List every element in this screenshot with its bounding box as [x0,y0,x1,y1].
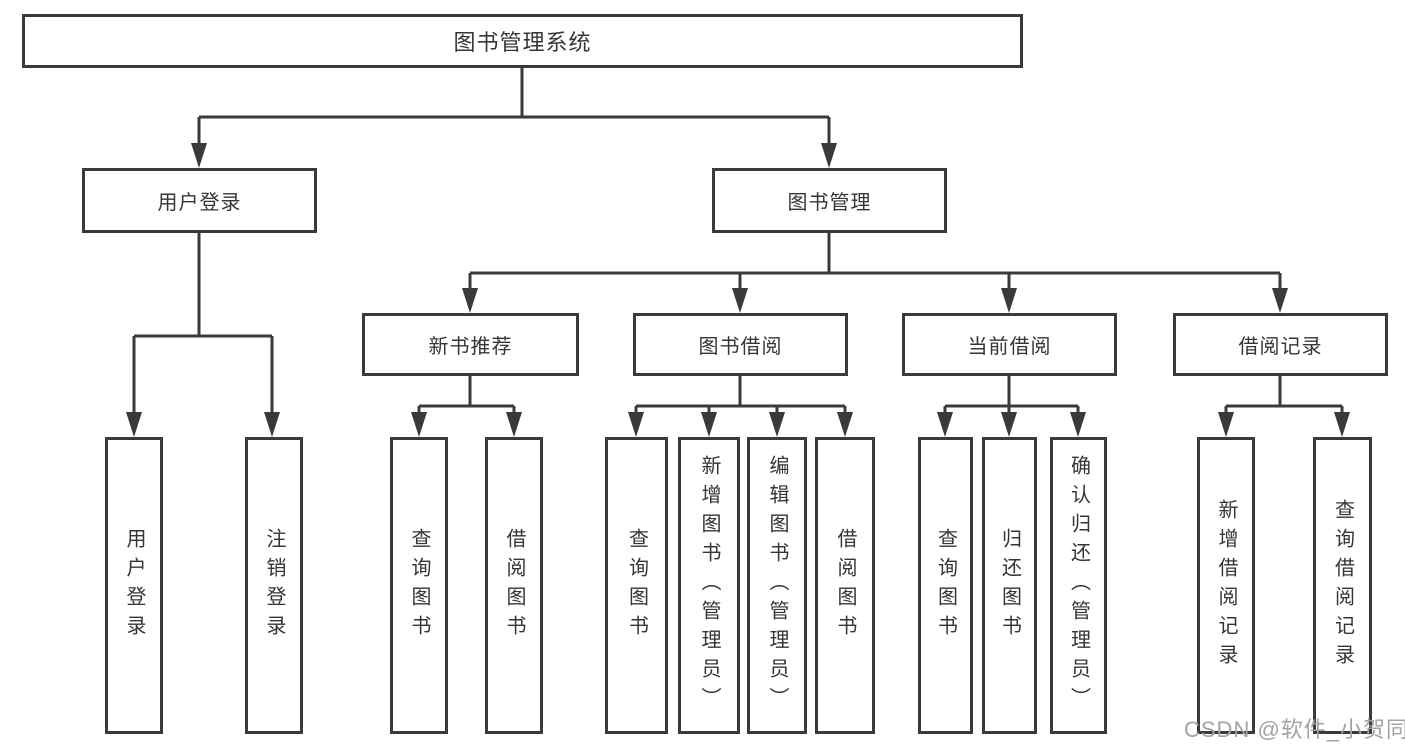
leaf-query-books-current: 查询图书 [918,437,973,734]
node-label: 新增借阅记录 [1215,498,1237,673]
node-label: 图书借阅 [698,336,783,358]
node-label: 查询借阅记录 [1331,498,1354,673]
node-borrowing-records: 借阅记录 [1173,313,1388,376]
leaf-edit-book-admin: 编辑图书（管理员） [747,437,807,734]
node-label: 借阅图书 [834,527,856,644]
node-label: 借阅记录 [1238,336,1323,358]
node-label: 编辑图书（管理员） [766,455,788,716]
node-label: 查询图书 [934,527,957,644]
node-library-system: 图书管理系统 [22,14,1023,68]
node-label: 查询图书 [408,527,430,644]
node-user-login: 用户登录 [82,168,317,233]
node-label: 用户登录 [123,527,145,644]
node-label: 当前借阅 [967,336,1052,358]
leaf-user-login: 用户登录 [105,437,163,734]
leaf-return-books: 归还图书 [982,437,1037,734]
node-current-borrowing: 当前借阅 [902,313,1117,376]
node-label: 新增图书（管理员） [698,455,720,716]
node-label: 新书推荐 [428,336,513,358]
leaf-borrow-books-recommend: 借阅图书 [485,437,543,734]
node-new-book-recommendation: 新书推荐 [362,313,579,376]
leaf-borrow-books: 借阅图书 [815,437,875,734]
node-label: 注销登录 [263,527,285,644]
leaf-add-book-admin: 新增图书（管理员） [678,437,740,734]
leaf-confirm-return-admin: 确认归还（管理员） [1050,437,1107,734]
leaf-query-books-borrowing: 查询图书 [605,437,668,734]
leaf-logout: 注销登录 [245,437,303,734]
node-label: 图书管理 [787,192,872,214]
node-label: 确认归还（管理员） [1067,455,1090,716]
node-book-management: 图书管理 [712,168,947,233]
node-label: 图书管理系统 [453,30,592,55]
arrowheads [126,143,1350,437]
leaf-query-books-recommend: 查询图书 [390,437,448,734]
node-label: 归还图书 [998,527,1021,644]
node-label: 借阅图书 [503,527,525,644]
leaf-query-borrowing-record: 查询借阅记录 [1313,437,1372,734]
leaf-add-borrowing-record: 新增借阅记录 [1197,437,1255,734]
node-label: 用户登录 [157,192,242,214]
node-label: 查询图书 [625,527,648,644]
watermark-text: CSDN @软件_小贺同学 [1184,717,1405,742]
node-book-borrowing: 图书借阅 [633,313,848,376]
